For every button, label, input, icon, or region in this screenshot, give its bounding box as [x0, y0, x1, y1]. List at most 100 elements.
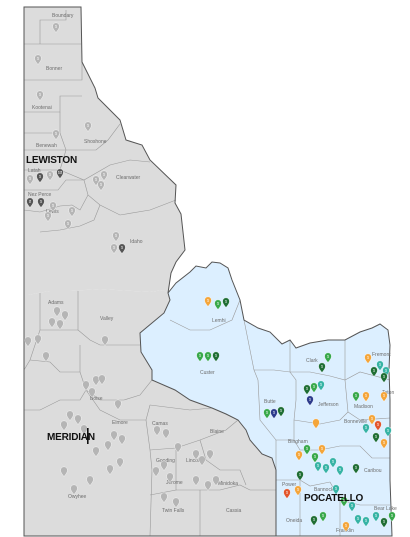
map-pin[interactable]: 1: [97, 180, 105, 191]
map-pin[interactable]: [48, 317, 56, 328]
map-pin[interactable]: 1: [380, 391, 388, 402]
map-pin[interactable]: [204, 480, 212, 491]
map-pin[interactable]: [70, 484, 78, 495]
map-pin[interactable]: 1: [222, 297, 230, 308]
map-pin[interactable]: [24, 336, 32, 347]
map-pin[interactable]: [118, 434, 126, 445]
map-pin[interactable]: 1: [52, 129, 60, 140]
map-pin[interactable]: 1: [314, 461, 322, 472]
map-pin[interactable]: 1: [324, 352, 332, 363]
map-pin[interactable]: [114, 399, 122, 410]
map-pin[interactable]: 1: [270, 408, 278, 419]
map-pin[interactable]: [162, 428, 170, 439]
map-pin[interactable]: 1: [64, 219, 72, 230]
map-pin[interactable]: 1: [318, 444, 326, 455]
map-pin[interactable]: 1: [277, 406, 285, 417]
map-pin[interactable]: [110, 430, 118, 441]
map-pin[interactable]: 1: [112, 231, 120, 242]
map-pin[interactable]: 1: [212, 351, 220, 362]
map-pin[interactable]: 1: [372, 511, 380, 522]
map-pin[interactable]: 1: [84, 121, 92, 132]
map-pin[interactable]: 1: [263, 408, 271, 419]
map-pin[interactable]: [88, 387, 96, 398]
map-pin[interactable]: [116, 457, 124, 468]
map-pin[interactable]: 1: [306, 395, 314, 406]
map-pin[interactable]: 1: [44, 211, 52, 222]
map-pin[interactable]: [312, 418, 320, 429]
map-pin[interactable]: [153, 425, 161, 436]
southwest-region[interactable]: [24, 289, 276, 536]
map-pin[interactable]: [198, 455, 206, 466]
map-pin[interactable]: [98, 374, 106, 385]
map-pin[interactable]: [92, 446, 100, 457]
map-pin[interactable]: [60, 420, 68, 431]
map-pin[interactable]: 1: [388, 511, 396, 522]
map-pin[interactable]: [192, 449, 200, 460]
map-pin[interactable]: 1: [37, 197, 45, 208]
map-pin[interactable]: [60, 466, 68, 477]
map-pin[interactable]: 1: [352, 463, 360, 474]
map-pin[interactable]: 1: [46, 170, 54, 181]
map-pin[interactable]: 1: [322, 463, 330, 474]
map-pin[interactable]: 1: [311, 452, 319, 463]
map-pin[interactable]: [34, 334, 42, 345]
map-pin[interactable]: 1: [283, 488, 291, 499]
map-pin[interactable]: [160, 492, 168, 503]
map-pin[interactable]: 1: [100, 170, 108, 181]
map-pin[interactable]: [152, 466, 160, 477]
map-pin[interactable]: 1: [374, 420, 382, 431]
map-pin[interactable]: 1: [362, 423, 370, 434]
map-pin[interactable]: [80, 424, 88, 435]
map-pin[interactable]: 2: [26, 197, 34, 208]
map-pin[interactable]: 12: [56, 168, 64, 179]
map-pin[interactable]: [86, 475, 94, 486]
map-pin[interactable]: 1: [303, 384, 311, 395]
map-pin[interactable]: [166, 472, 174, 483]
map-pin[interactable]: 1: [204, 351, 212, 362]
map-pin[interactable]: 1: [332, 484, 340, 495]
map-pin[interactable]: 1: [303, 444, 311, 455]
map-pin[interactable]: 1: [110, 243, 118, 254]
map-pin[interactable]: 1: [380, 517, 388, 528]
map-pin[interactable]: [192, 475, 200, 486]
map-pin[interactable]: 1: [296, 470, 304, 481]
map-pin[interactable]: 1: [310, 515, 318, 526]
map-pin[interactable]: 1: [317, 380, 325, 391]
map-pin[interactable]: 1: [295, 450, 303, 461]
map-pin[interactable]: 1: [368, 414, 376, 425]
map-pin[interactable]: 1: [340, 496, 348, 507]
map-pin[interactable]: 1: [362, 391, 370, 402]
map-pin[interactable]: 1: [380, 372, 388, 383]
map-pin[interactable]: 1: [352, 391, 360, 402]
map-pin[interactable]: [53, 306, 61, 317]
map-pin[interactable]: [82, 380, 90, 391]
map-pin[interactable]: 1: [49, 201, 57, 212]
map-pin[interactable]: 1: [294, 485, 302, 496]
map-pin[interactable]: 1: [342, 521, 350, 532]
map-pin[interactable]: [160, 460, 168, 471]
map-pin[interactable]: 1: [319, 511, 327, 522]
map-pin[interactable]: 1: [336, 465, 344, 476]
map-pin[interactable]: 1: [34, 54, 42, 65]
north-region[interactable]: [24, 7, 185, 295]
map-pin[interactable]: 1: [362, 516, 370, 527]
map-pin[interactable]: 1: [370, 366, 378, 377]
map-pin[interactable]: 1: [196, 351, 204, 362]
map-pin[interactable]: 1: [68, 206, 76, 217]
map-pin[interactable]: 1: [310, 382, 318, 393]
map-pin[interactable]: 1: [384, 426, 392, 437]
map-pin[interactable]: [61, 310, 69, 321]
map-pin[interactable]: [92, 375, 100, 386]
map-pin[interactable]: 1: [36, 172, 44, 183]
map-pin[interactable]: 1: [354, 514, 362, 525]
map-pin[interactable]: [74, 414, 82, 425]
map-pin[interactable]: [66, 410, 74, 421]
map-pin[interactable]: [101, 335, 109, 346]
map-pin[interactable]: 1: [214, 299, 222, 310]
map-pin[interactable]: 1: [26, 174, 34, 185]
map-pin[interactable]: [174, 442, 182, 453]
map-pin[interactable]: [212, 475, 220, 486]
map-pin[interactable]: 1: [380, 438, 388, 449]
map-pin[interactable]: 1: [372, 432, 380, 443]
map-pin[interactable]: 1: [329, 457, 337, 468]
